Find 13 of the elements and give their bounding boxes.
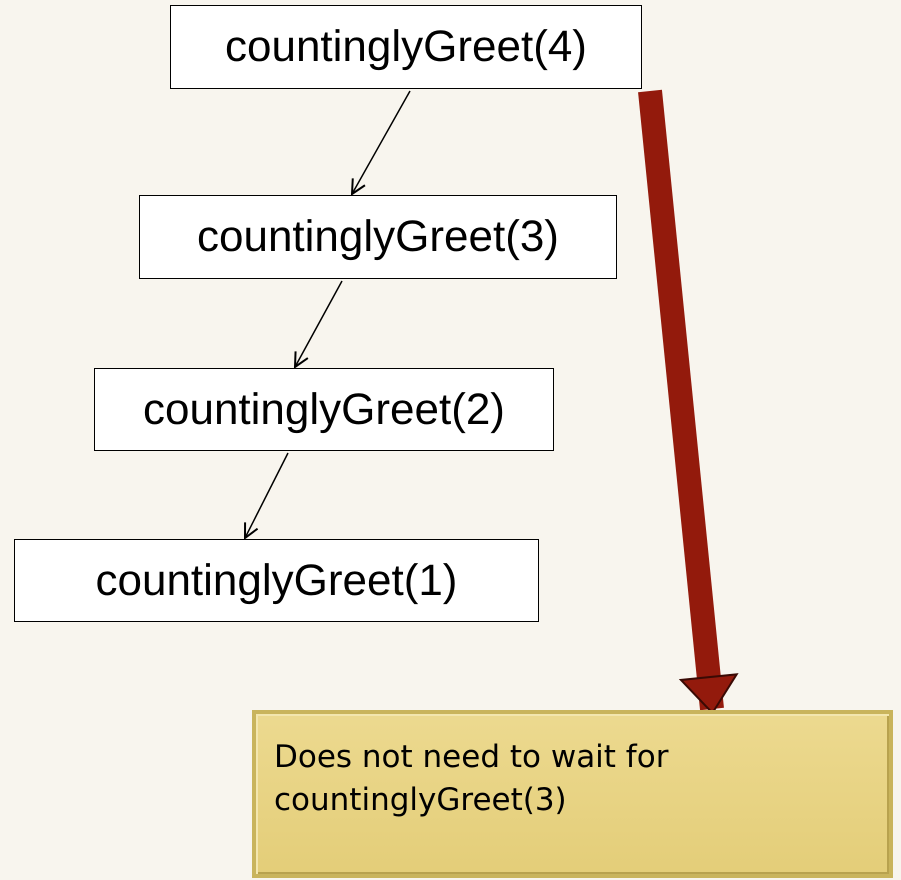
function-call-label: countinglyGreet(2) (143, 384, 505, 434)
function-call-label: countinglyGreet(3) (197, 212, 559, 262)
function-call-box (94, 368, 554, 451)
function-call-box (170, 5, 642, 89)
note-box (252, 710, 893, 878)
function-call-box (14, 539, 539, 622)
arrow (294, 280, 343, 368)
note-text: Does not need to wait for countinglyGreet(3) (274, 738, 670, 820)
function-call-label: countinglyGreet(1) (96, 556, 458, 606)
arrow (244, 452, 289, 539)
arrow (351, 90, 411, 195)
function-call-box (139, 195, 617, 279)
function-call-label: countinglyGreet(4) (225, 22, 587, 72)
